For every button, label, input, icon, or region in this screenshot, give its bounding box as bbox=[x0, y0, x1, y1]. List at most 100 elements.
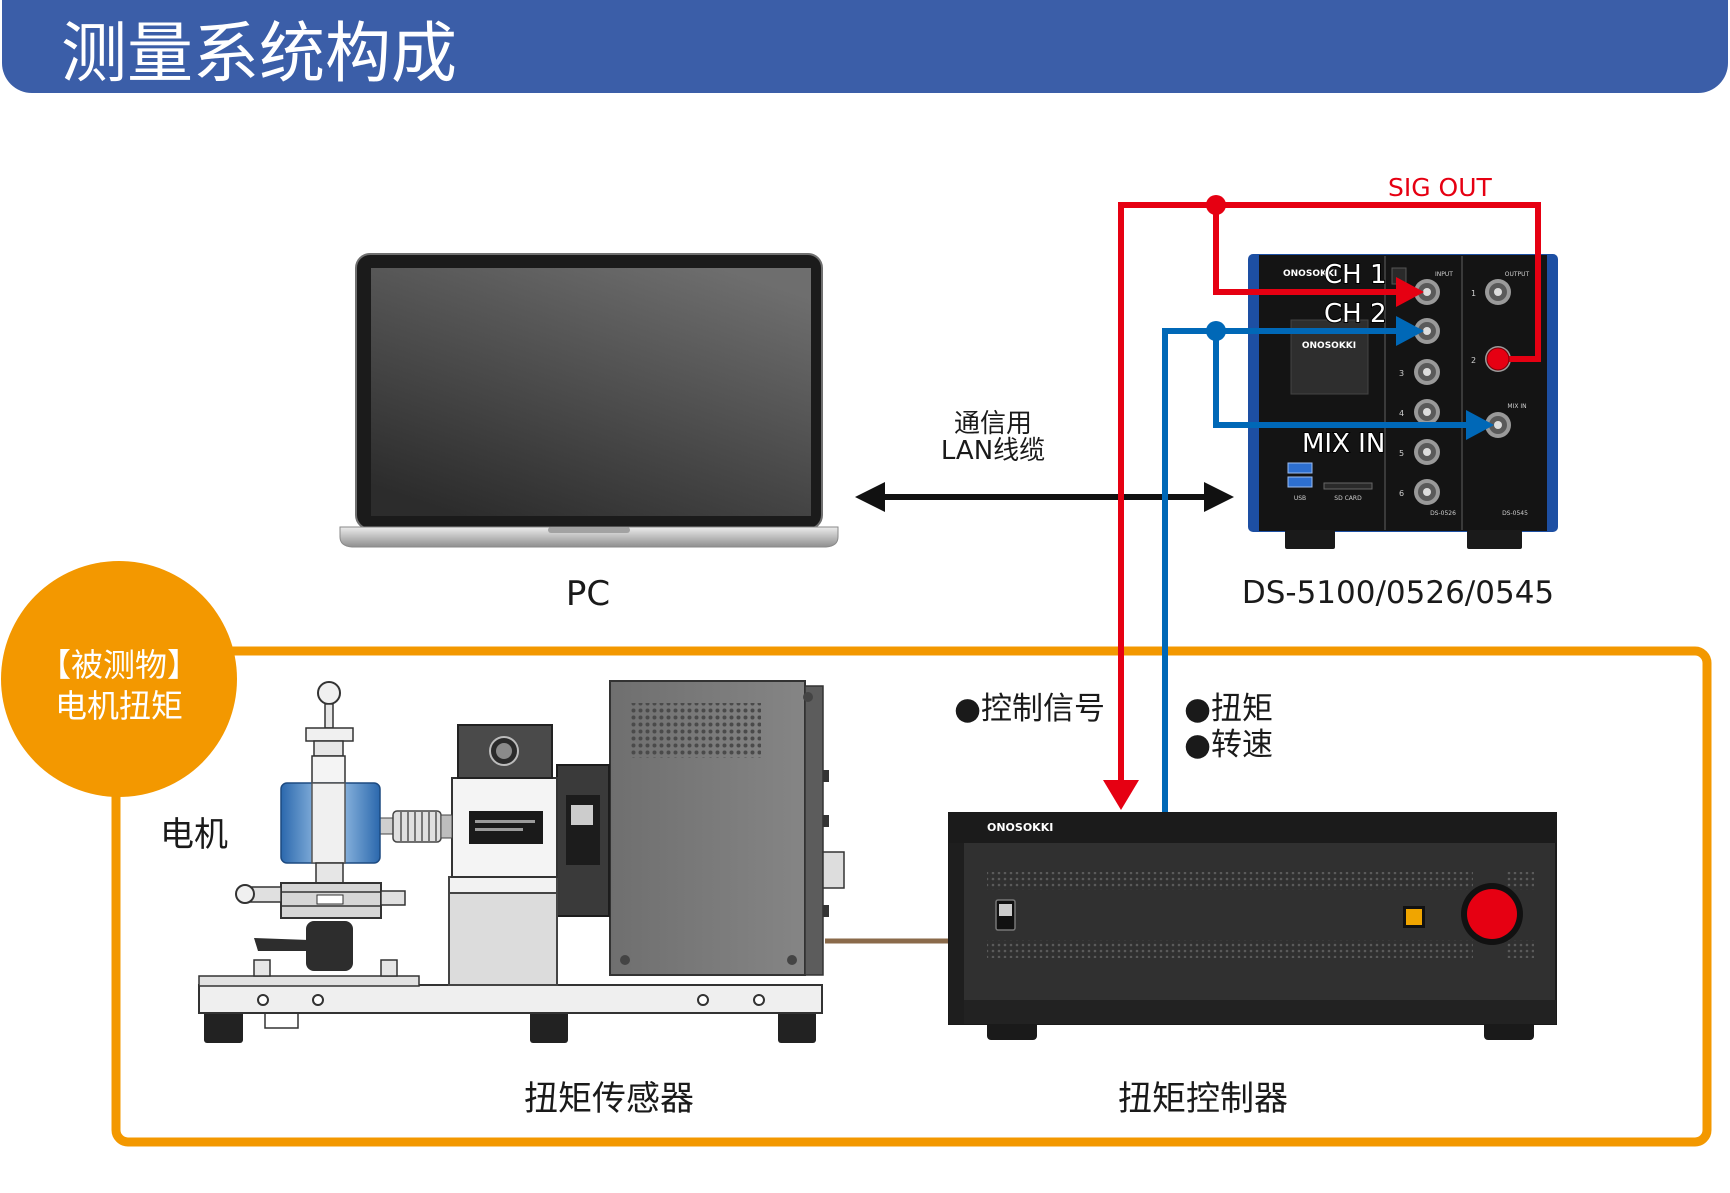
laptop-base bbox=[339, 526, 839, 548]
base-plate bbox=[198, 984, 823, 1014]
motor-band bbox=[311, 782, 346, 864]
torque-sensor-rig bbox=[198, 680, 845, 1043]
screw-icon bbox=[620, 955, 630, 965]
red-junction-dot bbox=[1206, 195, 1226, 215]
analyzer-logo: ONOSOKKI bbox=[1283, 269, 1337, 279]
input-number: 3 bbox=[1399, 369, 1404, 378]
header-bar: 测量系统构成 bbox=[2, 0, 1728, 93]
stage-lever bbox=[254, 938, 309, 951]
controller-vent-right bbox=[1506, 872, 1534, 890]
sd-card-label: SD CARD bbox=[1334, 495, 1362, 502]
pc-label: PC bbox=[566, 574, 610, 614]
output-number: 1 bbox=[1471, 289, 1476, 298]
base-hole bbox=[697, 994, 709, 1006]
side-connector bbox=[823, 815, 829, 827]
lan-label-line1: 通信用 bbox=[954, 409, 1032, 439]
ch1-line bbox=[1213, 205, 1398, 295]
red-signal-wiring bbox=[1103, 195, 1541, 810]
controller-vent-lower bbox=[987, 940, 1473, 958]
mix-in-arrowhead-icon bbox=[1466, 410, 1494, 440]
stand-neck bbox=[313, 740, 344, 757]
side-connector bbox=[823, 905, 829, 917]
controller-logo: ONOSOKKI bbox=[987, 821, 1053, 834]
bnc-input-6 bbox=[1414, 479, 1440, 505]
mix-in-label: MIX IN bbox=[1302, 429, 1385, 459]
power-switch-icon bbox=[995, 899, 1016, 931]
blue-junction-dot bbox=[1206, 321, 1226, 341]
side-connector bbox=[823, 770, 829, 782]
dut-badge: 【被测物】 电机扭矩 bbox=[1, 561, 237, 797]
controller-vent-upper bbox=[987, 872, 1473, 890]
sig-out-label: SIG OUT bbox=[1388, 173, 1493, 202]
ch1-arrowhead-icon bbox=[1396, 277, 1424, 307]
brake-clamp bbox=[571, 805, 593, 825]
laptop-screen bbox=[371, 268, 811, 516]
nameplate-print bbox=[475, 828, 523, 831]
base-hole bbox=[257, 994, 269, 1006]
rig-foot bbox=[204, 1011, 243, 1043]
base-hole bbox=[753, 994, 765, 1006]
terminal-box bbox=[822, 851, 845, 889]
dyno-vent bbox=[631, 703, 761, 758]
stage-knob-right bbox=[380, 890, 406, 906]
sig-out-line bbox=[1118, 202, 1541, 782]
torque-signal-label: ●扭矩 bbox=[1184, 691, 1273, 727]
usb-label: USB bbox=[1294, 495, 1306, 502]
usb-port bbox=[1287, 462, 1313, 474]
lan-label-line2: LAN线缆 bbox=[941, 436, 1045, 466]
stand-rod bbox=[324, 703, 334, 729]
motor-label: 电机 bbox=[160, 815, 228, 855]
bnc-input-5 bbox=[1414, 439, 1440, 465]
sensor-nameplate bbox=[469, 811, 543, 844]
ch2-line bbox=[1162, 328, 1398, 813]
display-logo: ONOSOKKI bbox=[1302, 341, 1356, 351]
output-label: OUTPUT bbox=[1505, 271, 1530, 278]
input-number: 4 bbox=[1399, 409, 1404, 418]
page-title: 测量系统构成 bbox=[61, 15, 457, 92]
dut-badge-line2: 电机扭矩 bbox=[55, 687, 183, 725]
sig-out-port-dot bbox=[1486, 347, 1510, 371]
laptop-notch bbox=[548, 527, 630, 533]
controller-vent-right bbox=[1506, 940, 1534, 958]
bnc-input-1 bbox=[1414, 279, 1440, 305]
base-hole bbox=[312, 994, 324, 1006]
motor-upper-block bbox=[311, 755, 346, 784]
dut-frame bbox=[111, 646, 1712, 1147]
input-number: 5 bbox=[1399, 449, 1404, 458]
stand-clamp bbox=[305, 727, 354, 742]
ch2-arrowhead-icon bbox=[1396, 316, 1424, 346]
controller-body bbox=[948, 812, 1557, 1025]
stage-foot bbox=[380, 959, 398, 977]
bnc-mix-in bbox=[1485, 412, 1511, 438]
dut-badge-line1: 【被测物】 bbox=[39, 646, 199, 684]
mix-in-line bbox=[1213, 331, 1468, 428]
output-number: 2 bbox=[1471, 356, 1476, 365]
dut-badge-circle bbox=[1, 561, 237, 797]
ch1-label: CH 1 bbox=[1324, 260, 1387, 290]
rig-foot bbox=[530, 1011, 568, 1043]
stand-knob-icon bbox=[317, 681, 341, 705]
controller-top-band bbox=[949, 813, 1556, 843]
controller-bottom-band bbox=[964, 1000, 1556, 1024]
base-support-layer bbox=[198, 975, 420, 987]
mix-in-panel-label: MIX IN bbox=[1507, 403, 1526, 410]
blue-signal-wiring bbox=[1162, 316, 1494, 813]
input-number: 6 bbox=[1399, 489, 1404, 498]
stage-base-cylinder bbox=[306, 921, 353, 971]
dyno-cabinet-side bbox=[804, 685, 824, 976]
stage-foot bbox=[253, 959, 271, 977]
analyzer-label: DS-5100/0526/0545 bbox=[1242, 575, 1554, 611]
shaft-coupling bbox=[392, 810, 442, 843]
input-label: INPUT bbox=[1435, 271, 1453, 278]
sensor-stand bbox=[448, 876, 558, 986]
screw-icon bbox=[787, 955, 797, 965]
screw-icon bbox=[803, 692, 813, 702]
output-module-model: DS-0545 bbox=[1502, 510, 1528, 517]
sd-card-slot bbox=[1323, 482, 1373, 490]
controller-left-bevel bbox=[949, 843, 964, 1024]
arrowhead-right-icon bbox=[1204, 482, 1234, 512]
bnc-input-3 bbox=[1414, 359, 1440, 385]
rig-bracket bbox=[264, 1012, 299, 1029]
sensor-connector-pins bbox=[496, 743, 512, 759]
